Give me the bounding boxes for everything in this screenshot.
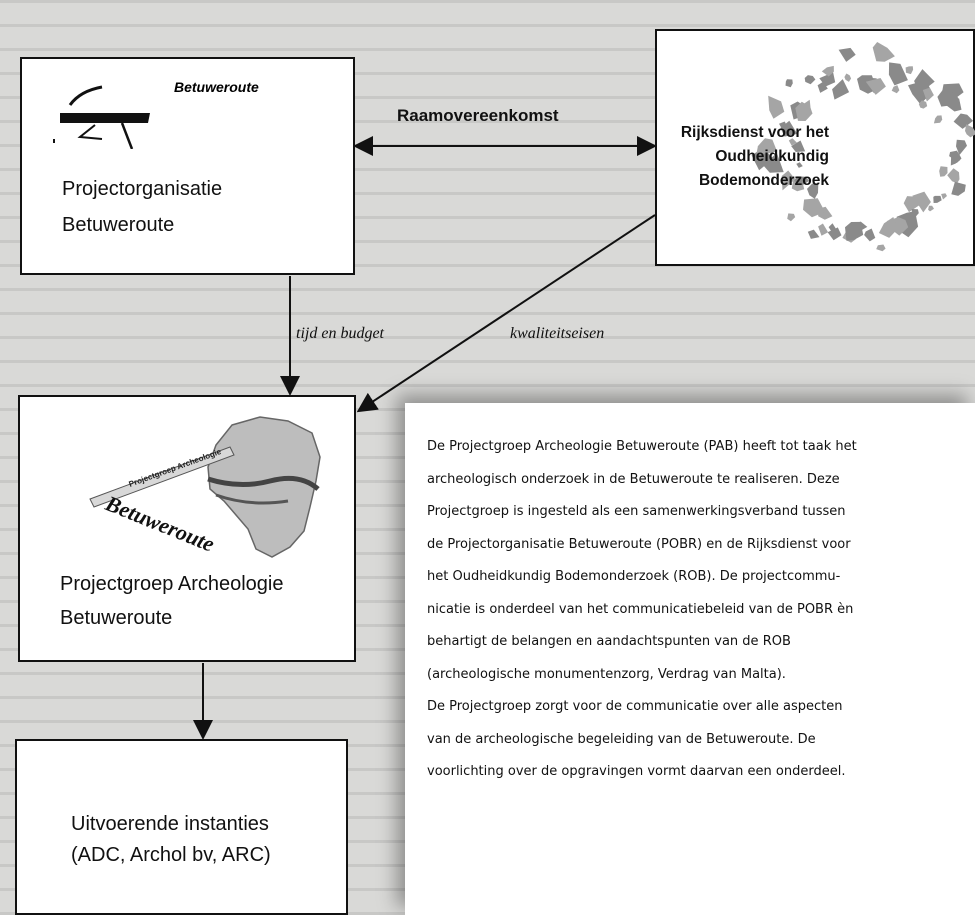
rob-logo-shard bbox=[872, 42, 895, 62]
rob-logo-shard bbox=[922, 87, 934, 102]
rob-logo-shard bbox=[788, 138, 797, 146]
rob-logo-shard bbox=[817, 81, 828, 93]
rob-logo-shard bbox=[756, 138, 778, 154]
rob-logo-shard bbox=[787, 213, 796, 222]
uitvoerende-instanties-label: Uitvoerende instanties (ADC, Archol bv, … bbox=[71, 809, 271, 871]
rob-title-line: Bodemonderzoek bbox=[698, 172, 829, 189]
rob-logo-shard bbox=[779, 121, 788, 131]
betuweroute-logo-icon bbox=[53, 85, 150, 149]
rob-logo-shard bbox=[807, 183, 819, 199]
rob-logo-shard bbox=[953, 113, 974, 129]
rob-logo-shard bbox=[827, 227, 842, 241]
rob-logo-shard bbox=[791, 140, 806, 152]
rob-logo-shard bbox=[933, 195, 942, 203]
uitvoerende-instanties-box: Uitvoerende instanties (ADC, Archol bv, … bbox=[15, 739, 348, 915]
rob-logo-shard bbox=[832, 79, 850, 100]
uitvoerende-label-line: Uitvoerende instanties bbox=[71, 813, 269, 835]
rob-logo-shard bbox=[888, 62, 908, 86]
betuweroute-logo-text: Betuweroute bbox=[174, 79, 259, 95]
tijd-en-budget-label: tijd en budget bbox=[296, 325, 384, 342]
rob-logo-shard bbox=[845, 221, 864, 241]
rob-logo-shard bbox=[844, 73, 852, 82]
pab-logo-word: Betuweroute bbox=[101, 490, 218, 557]
rob-logo-shard bbox=[905, 66, 914, 75]
rob-box: Rijksdienst voor het Oudheidkundig Bodem… bbox=[655, 29, 975, 266]
rob-logo-shard bbox=[781, 170, 796, 191]
rob-logo-shard bbox=[941, 193, 947, 200]
rob-logo-shard bbox=[828, 223, 836, 232]
rob-title-line: Rijksdienst voor het bbox=[680, 124, 829, 141]
rob-logo-shard bbox=[768, 95, 785, 119]
rob-title-line: Oudheidkundig bbox=[715, 148, 829, 165]
pab-box: Projectgroep Archeologie Betuweroute Pro… bbox=[18, 395, 356, 662]
pobr-label: Projectorganisatie Betuweroute bbox=[62, 171, 222, 243]
rob-logo-shard bbox=[807, 229, 820, 239]
pab-label: Projectgroep Archeologie Betuweroute bbox=[60, 567, 283, 635]
rob-logo-shard bbox=[796, 162, 803, 168]
rob-logo-shard bbox=[763, 153, 784, 173]
rob-logo-shard bbox=[864, 228, 876, 242]
rob-logo-shard bbox=[818, 223, 829, 236]
rob-logo-shard bbox=[908, 83, 932, 105]
rob-title: Rijksdienst voor het Oudheidkundig Bodem… bbox=[669, 121, 829, 193]
rob-logo-shard bbox=[918, 100, 928, 109]
rob-logo-shard bbox=[793, 176, 809, 186]
rob-logo-shard bbox=[933, 115, 943, 124]
kwaliteitseisen-label: kwaliteitseisen bbox=[510, 325, 605, 342]
rob-logo-shard bbox=[928, 205, 934, 212]
rob-logo-shard bbox=[939, 166, 948, 177]
rob-shards-logo-icon bbox=[751, 42, 975, 252]
rob-logo-shard bbox=[946, 98, 962, 112]
rob-logo-shard bbox=[949, 150, 960, 160]
rob-logo-shard bbox=[819, 72, 836, 87]
pobr-label-line: Betuweroute bbox=[62, 214, 175, 236]
pobr-label-line: Projectorganisatie bbox=[62, 178, 223, 200]
rob-logo-shard bbox=[951, 181, 966, 196]
rob-logo-shard bbox=[865, 78, 886, 95]
rob-logo-shard bbox=[838, 47, 856, 62]
rob-logo-shard bbox=[821, 65, 834, 77]
rob-logo-shard bbox=[803, 198, 825, 218]
kwaliteitseisen-arrow bbox=[356, 214, 656, 413]
rob-logo-shard bbox=[876, 244, 886, 252]
pobr-box: Betuweroute Projectorganisatie Betuwerou… bbox=[20, 57, 355, 275]
description-panel: De Projectgroep Archeologie Betuweroute … bbox=[405, 403, 975, 915]
rob-logo-shard bbox=[912, 191, 931, 213]
rob-logo-shard bbox=[947, 168, 960, 184]
rob-logo-shard bbox=[956, 139, 967, 155]
rob-logo-shard bbox=[903, 196, 920, 213]
pab-label-line: Projectgroep Archeologie bbox=[60, 573, 284, 595]
rob-logo-shard bbox=[804, 75, 816, 85]
pab-logo: Projectgroep Archeologie Betuweroute bbox=[89, 416, 321, 558]
rob-logo-shard bbox=[965, 124, 975, 138]
raamovereenkomst-label: Raamovereenkomst bbox=[397, 106, 559, 125]
rob-logo-shard bbox=[891, 85, 900, 94]
uitvoerende-label-line: (ADC, Archol bv, ARC) bbox=[71, 844, 271, 866]
rob-logo-shard bbox=[800, 99, 811, 117]
netherlands-map-icon bbox=[207, 416, 321, 558]
rob-logo-shard bbox=[878, 217, 898, 238]
rob-logo-shard bbox=[785, 79, 793, 88]
pab-label-line: Betuweroute bbox=[60, 607, 173, 629]
description-text: De Projectgroep Archeologie Betuweroute … bbox=[427, 439, 857, 779]
